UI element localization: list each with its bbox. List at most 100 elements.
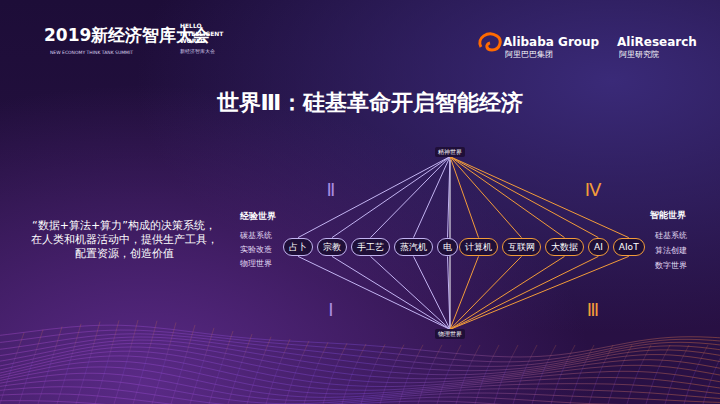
connector-line — [450, 256, 629, 329]
node-text: 手工艺 — [357, 242, 384, 252]
connector-line — [414, 256, 451, 329]
node-text: 计算机 — [465, 242, 492, 252]
mesh-line — [38, 327, 62, 404]
mesh-line — [627, 345, 651, 404]
era-pill: 宗教 — [317, 238, 347, 257]
mesh-line — [0, 367, 720, 397]
quadrant-number: Ⅲ — [587, 299, 599, 322]
mesh-line — [456, 345, 480, 404]
mesh-line — [399, 345, 423, 404]
quadrant-number: Ⅳ — [585, 179, 602, 202]
node-text: 宗教 — [323, 242, 341, 252]
connector-line — [332, 256, 450, 329]
connector-line — [298, 157, 450, 238]
era-pill: 大数据 — [545, 238, 584, 257]
mesh-line — [0, 401, 720, 404]
connector-line — [414, 157, 451, 238]
world-trait: 实验改造 — [240, 245, 272, 254]
mesh-line — [304, 342, 328, 404]
mesh-line — [152, 322, 176, 404]
mesh-line — [0, 387, 720, 404]
alibaba-logo-mark — [480, 34, 500, 50]
mesh-line — [19, 330, 43, 404]
connector-line — [450, 157, 629, 238]
mesh-line — [190, 328, 214, 404]
connector-line — [450, 256, 479, 329]
connector-line — [448, 256, 451, 329]
connector-line — [371, 157, 451, 238]
institute-name: AliResearch — [617, 35, 697, 50]
mesh-line — [532, 345, 556, 404]
mesh-line — [266, 339, 290, 404]
mesh-line — [0, 340, 720, 375]
mesh-line — [342, 344, 366, 404]
apex-node: 精神世界 — [435, 147, 465, 156]
node-text: 大数据 — [551, 242, 578, 252]
mesh-line — [646, 345, 670, 404]
node-text: 物理世界 — [438, 330, 462, 337]
node-text: 互联网 — [508, 242, 535, 252]
mesh-line — [323, 343, 347, 404]
world-trait: 硅基系统 — [655, 231, 687, 240]
connector-line — [450, 256, 522, 329]
world-trait: 碳基系统 — [240, 231, 272, 240]
era-pill: 占卜 — [283, 238, 313, 257]
world-trait: 数字世界 — [655, 261, 687, 270]
mesh-line — [133, 321, 157, 404]
world-heading: 智能世界 — [650, 210, 686, 221]
slide-title: 世界Ⅲ：硅基革命开启智能经济 — [217, 89, 524, 117]
mesh-line — [95, 320, 119, 404]
mesh-line — [418, 345, 442, 404]
company-name: 阿里巴巴集团 — [505, 50, 553, 60]
mesh-line — [475, 345, 499, 404]
mesh-line — [494, 345, 518, 404]
mesh-line — [608, 345, 632, 404]
node-text: 电 — [443, 242, 452, 252]
node-text: AI — [594, 242, 603, 252]
quadrant-number: Ⅰ — [328, 299, 333, 322]
event-subtitle: 新经济智库大会 — [180, 48, 215, 54]
connector-line — [450, 157, 522, 238]
era-pill: 蒸汽机 — [394, 238, 433, 257]
connector-line — [371, 256, 451, 329]
era-pill: 计算机 — [459, 238, 498, 257]
mesh-line — [551, 345, 575, 404]
connector-line — [450, 157, 598, 238]
mesh-line — [380, 345, 404, 404]
mesh-line — [57, 324, 81, 404]
mesh-line — [665, 345, 689, 404]
node-text: AIoT — [619, 242, 639, 252]
connector-line — [448, 157, 451, 238]
apex-node: 物理世界 — [435, 329, 465, 338]
description: “数据+算法+算力”构成的决策系统， 在人类和机器活动中，提供生产工具， 配置资… — [24, 219, 224, 260]
connector-line — [450, 157, 565, 238]
mesh-line — [589, 345, 613, 404]
era-pill: 互联网 — [502, 238, 541, 257]
mesh-line — [513, 345, 537, 404]
mesh-line — [76, 322, 100, 404]
mesh-line — [171, 325, 195, 404]
quadrant-number: Ⅱ — [327, 179, 336, 202]
mesh-line — [437, 345, 461, 404]
connector-line — [450, 157, 479, 238]
mesh-line — [703, 345, 720, 404]
mesh-line — [209, 331, 233, 404]
node-text: 精神世界 — [438, 148, 462, 155]
node-text: 蒸汽机 — [400, 242, 427, 252]
mesh-line — [228, 334, 252, 404]
mesh-line — [361, 344, 385, 404]
connector-line — [298, 256, 450, 329]
institute-name: 阿里研究院 — [619, 50, 659, 60]
era-pill: 手工艺 — [351, 238, 390, 257]
connector-line — [332, 157, 450, 238]
company-name: Alibaba Group — [503, 35, 599, 50]
event-tagline: HELLO INTELLIGENT WORLD — [180, 22, 232, 45]
era-pill: AIoT — [613, 238, 645, 257]
era-pill: 电 — [437, 238, 458, 257]
mesh-line — [684, 345, 708, 404]
mesh-line — [570, 345, 594, 404]
mesh-line — [114, 320, 138, 404]
connector-line — [450, 256, 598, 329]
era-pill: AI — [588, 238, 609, 257]
